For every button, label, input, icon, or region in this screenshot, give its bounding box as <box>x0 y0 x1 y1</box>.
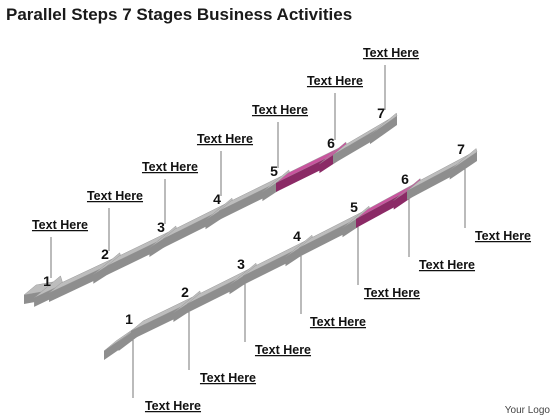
step-label: Text Here <box>364 286 420 300</box>
arrow-step-4-upper: 4 <box>162 191 234 248</box>
step-label: Text Here <box>363 46 419 60</box>
step-number: 4 <box>213 191 221 207</box>
step-label: Text Here <box>255 343 311 357</box>
page-title: Parallel Steps 7 Stages Business Activit… <box>6 5 353 24</box>
arrow-shaft-side <box>49 268 101 302</box>
step-number: 5 <box>350 199 358 215</box>
arrow-step-4-lower: 4 <box>242 228 314 285</box>
step-number: 1 <box>43 273 51 289</box>
arrow-step-2-upper: 2 <box>48 246 122 302</box>
connector-lines <box>50 65 466 398</box>
arrow-step-3-lower: 3 <box>186 256 258 313</box>
arrow-step-7-upper: 7 <box>332 105 398 164</box>
step-number: 3 <box>237 256 245 272</box>
step-label: Text Here <box>310 315 366 329</box>
arrow-shaft-side <box>131 307 181 340</box>
arrow-step-2-lower: 2 <box>130 284 202 340</box>
arrow-shaft-side <box>299 222 350 257</box>
arrow-shaft-side <box>407 164 457 200</box>
arrow-step-6-upper: 6 <box>275 135 348 192</box>
arrow-shaft-side <box>163 214 213 248</box>
arrow-step-7-lower: 7 <box>406 141 478 200</box>
arrow-shaft-side <box>276 158 327 192</box>
step-label: Text Here <box>200 371 256 385</box>
logo-text: Your Logo <box>504 405 550 416</box>
upper-arrow-row: 1 2 3 4 5 6 7 <box>23 105 398 307</box>
step-number: 6 <box>401 171 409 187</box>
arrow-shaft-side <box>107 242 157 275</box>
arrow-shaft-side <box>333 129 378 164</box>
step-number: 2 <box>181 284 189 300</box>
step-number: 1 <box>125 311 133 327</box>
arrow-step-5-lower: 5 <box>298 199 371 257</box>
step-label: Text Here <box>307 74 363 88</box>
step-number: 2 <box>101 246 109 262</box>
arrow-shaft <box>332 118 390 156</box>
step-label: Text Here <box>475 229 531 243</box>
arrow-shaft-side <box>243 251 293 285</box>
arrow-head-side <box>370 116 397 145</box>
step-number: 6 <box>327 135 335 151</box>
arrow-step-3-upper: 3 <box>106 219 178 275</box>
arrow-shaft-side <box>187 279 237 313</box>
arrow-head-side <box>449 152 477 180</box>
step-label: Text Here <box>197 132 253 146</box>
lower-arrow-row: 1 2 3 4 5 6 7 <box>103 141 478 360</box>
step-label: Text Here <box>87 189 143 203</box>
step-number: 7 <box>457 141 465 157</box>
step-label: Text Here <box>142 160 198 174</box>
step-label: Text Here <box>419 258 475 272</box>
arrow-shaft-side <box>219 186 270 220</box>
step-number: 4 <box>293 228 301 244</box>
arrow-shaft-side <box>356 194 401 228</box>
step-number: 3 <box>157 219 165 235</box>
step-number: 5 <box>270 163 278 179</box>
step-label: Text Here <box>252 103 308 117</box>
arrow-step-5-upper: 5 <box>218 163 291 220</box>
step-number: 7 <box>377 105 385 121</box>
arrow-step-6-lower: 6 <box>355 171 422 228</box>
step-label: Text Here <box>145 399 201 413</box>
step-label: Text Here <box>32 218 88 232</box>
